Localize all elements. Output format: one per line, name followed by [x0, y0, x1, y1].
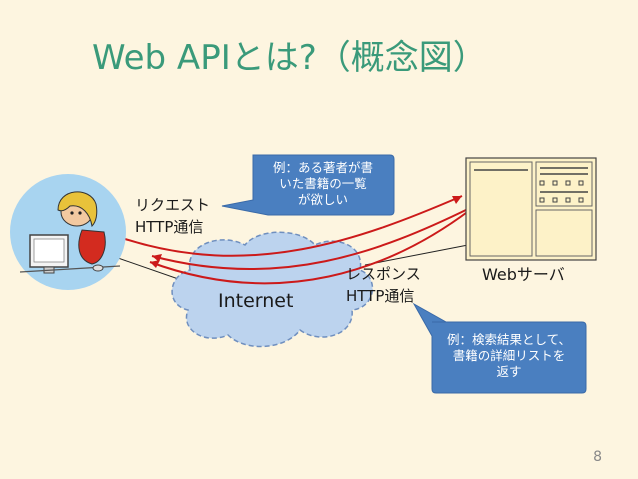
user-illustration-icon — [10, 174, 126, 290]
request-callout-line1: 例：ある著者が書 — [272, 160, 373, 175]
slide-title: Web APIとは?（概念図） — [92, 38, 487, 78]
request-callout-line2: いた書籍の一覧 — [279, 176, 367, 191]
response-callout-text: 例：検索結果として、 書籍の詳細リストを 返す — [434, 332, 584, 380]
request-callout-line3: が欲しい — [297, 192, 348, 207]
response-callout-line2: 書籍の詳細リストを — [452, 348, 566, 363]
response-label-line2: HTTP通信 — [346, 287, 415, 305]
response-arrowhead-2 — [150, 260, 160, 268]
request-callout-text: 例：ある著者が書 いた書籍の一覧 が欲しい — [256, 160, 390, 208]
request-arrows — [121, 195, 471, 285]
request-label-line2: HTTP通信 — [135, 218, 204, 236]
response-label: レスポンス HTTP通信 — [346, 263, 421, 307]
request-label-line1: リクエスト — [135, 196, 211, 214]
response-arrowhead-1 — [152, 254, 162, 262]
web-server-label: Webサーバ — [482, 265, 565, 284]
request-arrowhead — [452, 196, 462, 204]
response-callout-line3: 返す — [496, 364, 522, 379]
page-number: 8 — [593, 449, 602, 465]
response-callout-line1: 例：検索結果として、 — [446, 332, 571, 347]
request-callout — [221, 154, 395, 216]
web-server-icon — [465, 157, 597, 261]
internet-label: Internet — [218, 290, 294, 312]
request-label: リクエスト HTTP通信 — [135, 194, 210, 238]
response-callout — [412, 302, 587, 394]
internet-cloud — [171, 231, 374, 348]
response-label-line1: レスポンス — [346, 265, 421, 283]
